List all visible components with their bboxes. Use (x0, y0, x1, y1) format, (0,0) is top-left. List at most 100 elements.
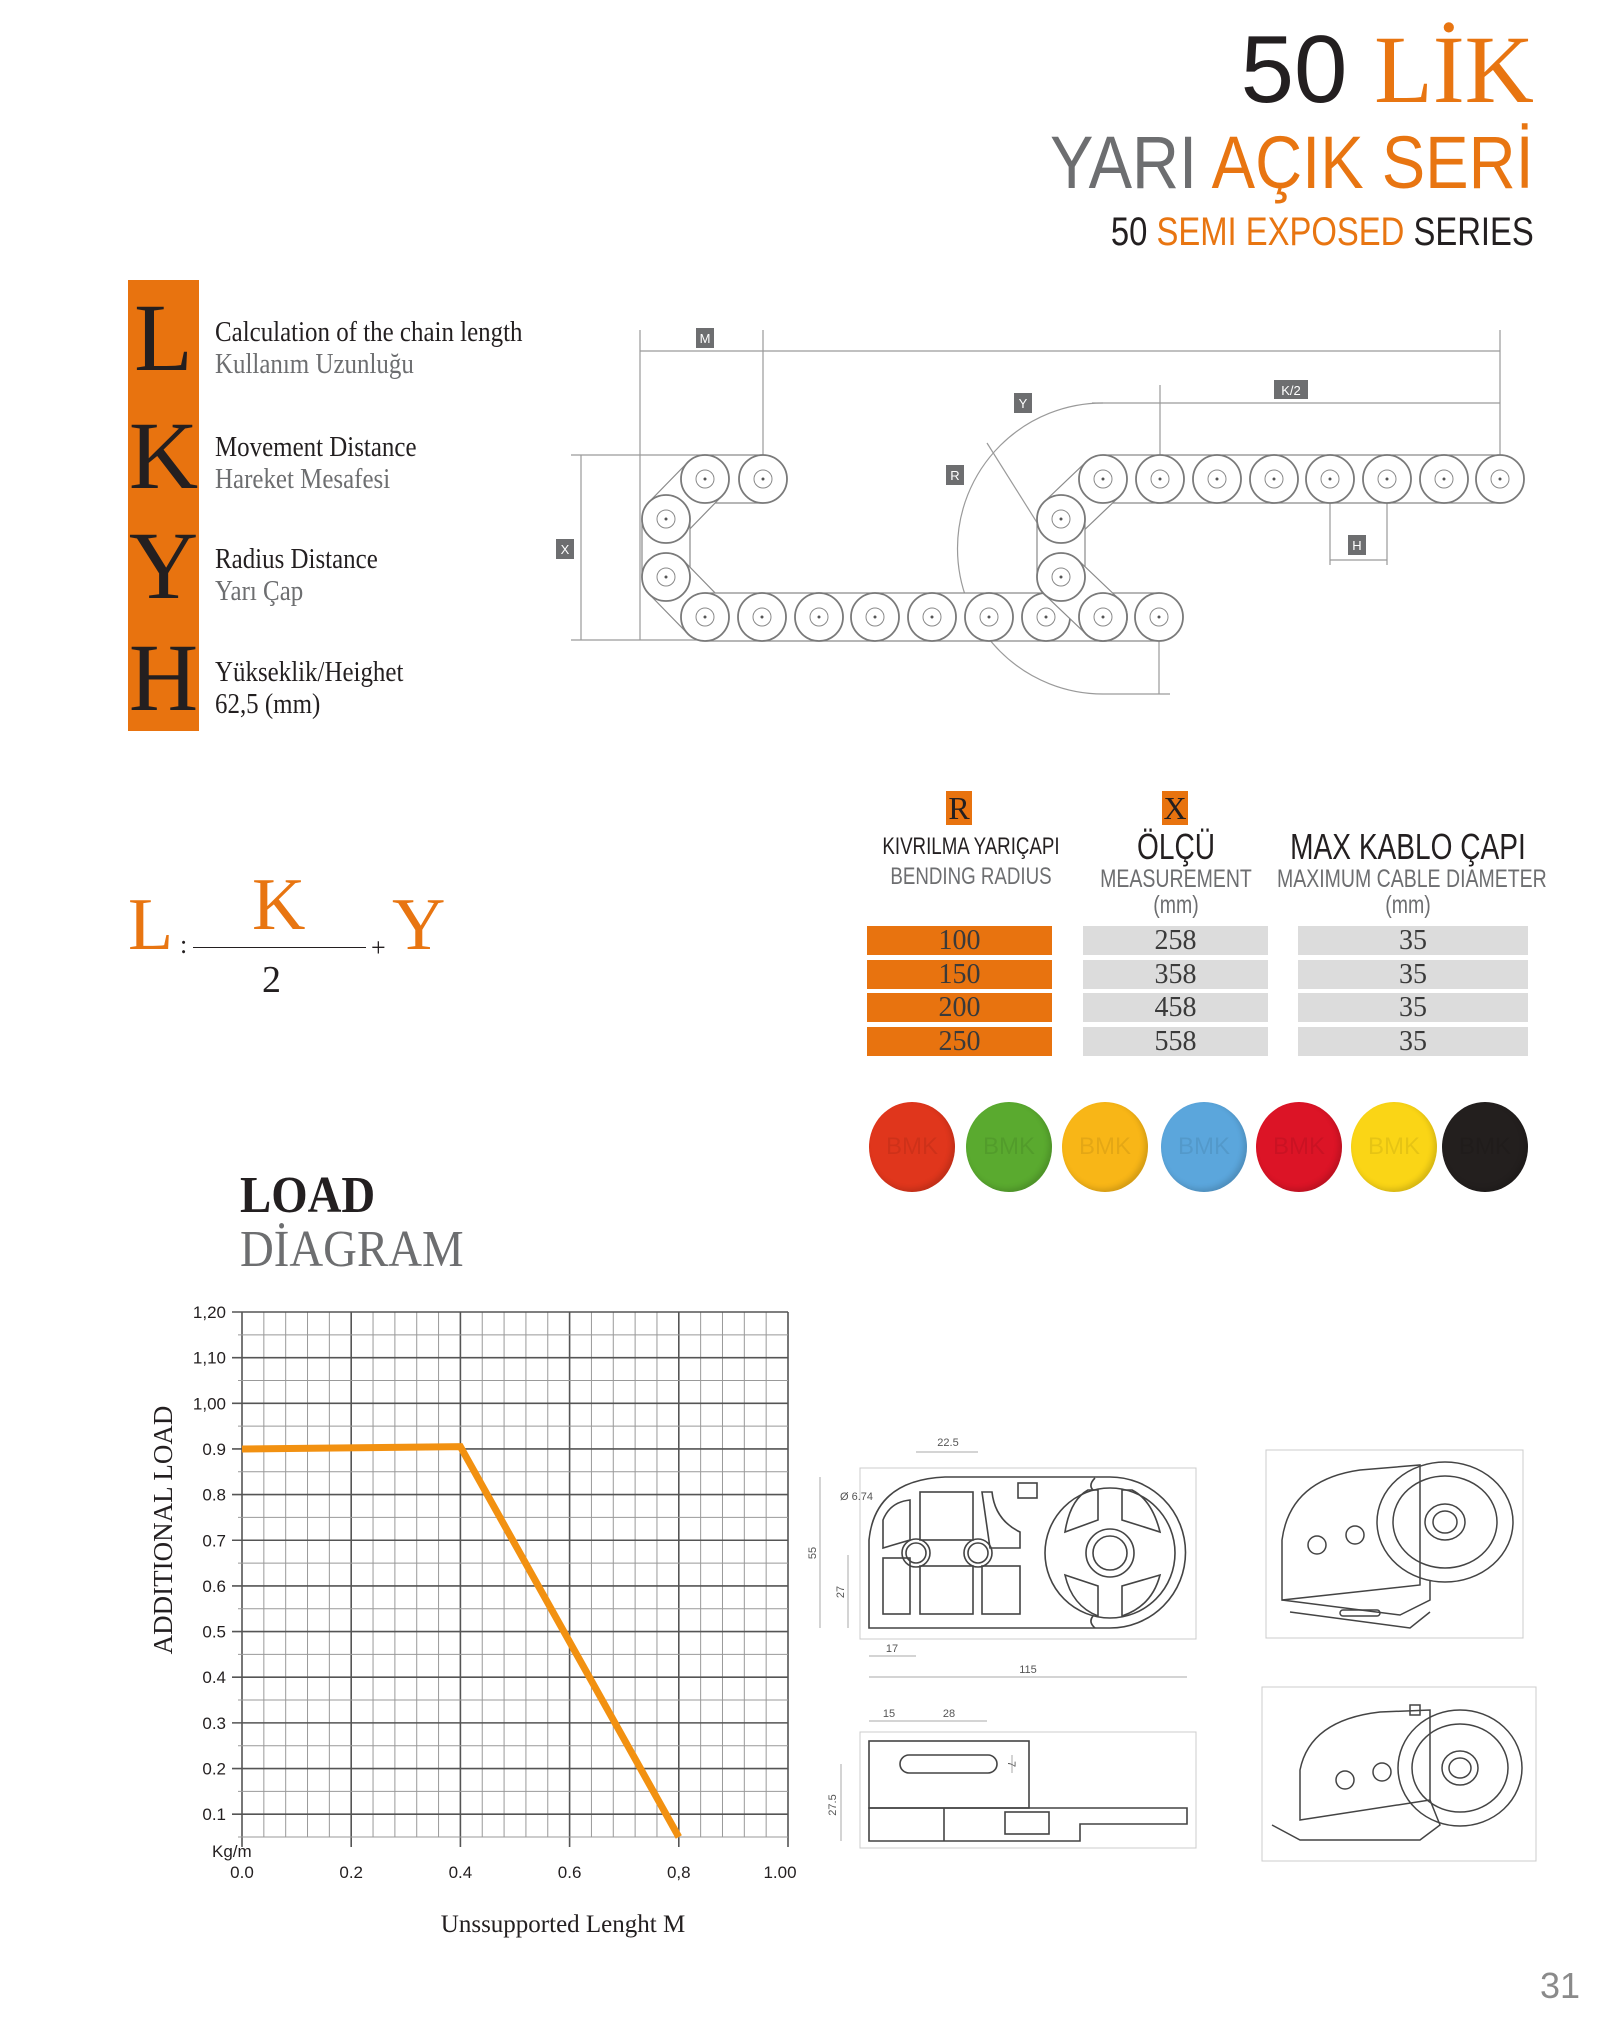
header-sub: BENDING RADIUS (890, 863, 1052, 890)
chart-ticks: 0.10.20.30.40.50.60.70.80.91,001,101,200… (193, 1303, 797, 1882)
dim-115: 115 (1019, 1664, 1037, 1676)
dimension-texts: 22.5 Ø 6.74 55 27 17 115 15 28 7 27.5 (807, 1437, 1037, 1816)
legend-letter-bar (128, 280, 199, 731)
chain-pin-center (1101, 477, 1105, 481)
front-view-drawing (859, 1467, 1197, 1640)
chain-pin-center (1272, 477, 1276, 481)
table-cell: 35 (1298, 1026, 1528, 1056)
series-title: 50 LİK (1241, 22, 1534, 118)
formula-plus: + (371, 933, 386, 962)
color-swatch: BMK (1351, 1102, 1437, 1192)
subtitle-en-number: 50 (1111, 210, 1148, 254)
chain-pin (1149, 607, 1169, 627)
legend-tr: Hareket Mesafesi (215, 463, 391, 495)
chain-pin-center (930, 615, 934, 619)
x-tick-label: 0.4 (449, 1863, 473, 1882)
y-tick-label: 1,00 (193, 1394, 226, 1413)
y-tick-label: 0.3 (202, 1714, 226, 1733)
isometric-view-top (1265, 1449, 1524, 1639)
label-m: M (700, 331, 711, 346)
label-r: R (950, 468, 959, 483)
color-swatch: BMK (1062, 1102, 1148, 1192)
x-tick-label: 0.6 (558, 1863, 582, 1882)
table-cell: 35 (1298, 959, 1528, 989)
header-title: ÖLÇÜ (1136, 826, 1216, 867)
table-cell: 458 (1083, 993, 1268, 1023)
header-unit: (mm) (1385, 891, 1431, 919)
y-tick-label: 0.4 (202, 1668, 226, 1687)
y-unit-label: Kg/m (212, 1842, 252, 1861)
header-title: MAX KABLO ÇAPI (1290, 826, 1526, 867)
subtitle-en-orange: SEMI EXPOSED (1156, 210, 1405, 254)
formula-colon: : (180, 930, 188, 959)
table-cell: 100 (867, 926, 1052, 956)
formula-fraction-line (193, 947, 366, 948)
chain-pin-center (1059, 575, 1063, 579)
y-tick-label: 0.9 (202, 1440, 226, 1459)
table-cell: 35 (1298, 993, 1528, 1023)
color-swatch: BMK (869, 1102, 955, 1192)
color-swatch: BMK (966, 1102, 1052, 1192)
legend-item-h: Yükseklik/Heighet 62,5 (mm) (215, 656, 403, 720)
chain-pin-center (1157, 615, 1161, 619)
y-tick-label: 0.5 (202, 1623, 226, 1642)
chain-pin-center (987, 615, 991, 619)
chain-pin-center (817, 615, 821, 619)
chain-pin-center (703, 477, 707, 481)
side-view-drawing (859, 1731, 1197, 1849)
y-tick-label: 1,10 (193, 1349, 226, 1368)
chain-pin (809, 607, 829, 627)
chain-pin-center (1158, 477, 1162, 481)
chain-pin-center (664, 575, 668, 579)
title-word: LİK (1374, 16, 1534, 123)
chart-grid (232, 1311, 789, 1847)
table-cell: 150 (867, 959, 1052, 989)
table-cell: 35 (1298, 926, 1528, 956)
chain-pin-center (873, 615, 877, 619)
legend-letter-k: K (128, 402, 199, 509)
subtitle-grey: YARI (1050, 121, 1198, 204)
chain-pin (1377, 469, 1397, 489)
chain-pin (1264, 469, 1284, 489)
table-cell: 258 (1083, 926, 1268, 956)
load-title: LOAD (240, 1167, 376, 1224)
chart-series (241, 1443, 682, 1839)
chain-pin (1051, 567, 1071, 587)
formula-denominator: 2 (262, 959, 281, 1001)
legend-item-k: Movement Distance Hareket Mesafesi (215, 431, 417, 495)
dim-17: 17 (886, 1643, 898, 1655)
table-cell: 250 (867, 1026, 1052, 1056)
table-header-cable: MAX KABLO ÇAPI MAXIMUM CABLE DIAMETER (m… (1240, 826, 1576, 919)
table-cell: 558 (1083, 1026, 1268, 1056)
legend-letter-l: L (134, 284, 193, 391)
chain-pin (1093, 607, 1113, 627)
chain-pin (753, 469, 773, 489)
chain-pin (1036, 607, 1056, 627)
dim-7: 7 (1005, 1761, 1017, 1767)
isometric-view-bottom (1261, 1686, 1537, 1862)
label-k2: K/2 (1281, 383, 1301, 398)
chain-pin (922, 607, 942, 627)
header-title: KIVRILMA YARIÇAPI (882, 833, 1060, 860)
legend-tr: Kullanım Uzunluğu (215, 348, 414, 380)
chain-pin (1320, 469, 1340, 489)
dim-diameter: Ø 6.74 (840, 1491, 873, 1503)
series-subtitle-tr: YARI AÇIK SERİ (1050, 126, 1534, 200)
chain-pin-center (664, 517, 668, 521)
dim-22-5: 22.5 (937, 1437, 958, 1449)
chain-pin-center (1044, 615, 1048, 619)
label-x: X (561, 542, 570, 557)
chain-pin (752, 607, 772, 627)
legend-tr: Yarı Çap (215, 575, 304, 607)
chain-pin (656, 509, 676, 529)
legend-value: 62,5 (mm) (215, 688, 321, 720)
dim-28: 28 (943, 1708, 955, 1720)
y-tick-label: 0.6 (202, 1577, 226, 1596)
chain-pin-center (1215, 477, 1219, 481)
y-tick-label: 0.8 (202, 1486, 226, 1505)
chain-pin-center (1059, 517, 1063, 521)
x-tick-label: 0.2 (339, 1863, 363, 1882)
chain-pin (865, 607, 885, 627)
chain-pin (695, 469, 715, 489)
subtitle-en-dark: SERIES (1413, 210, 1534, 254)
